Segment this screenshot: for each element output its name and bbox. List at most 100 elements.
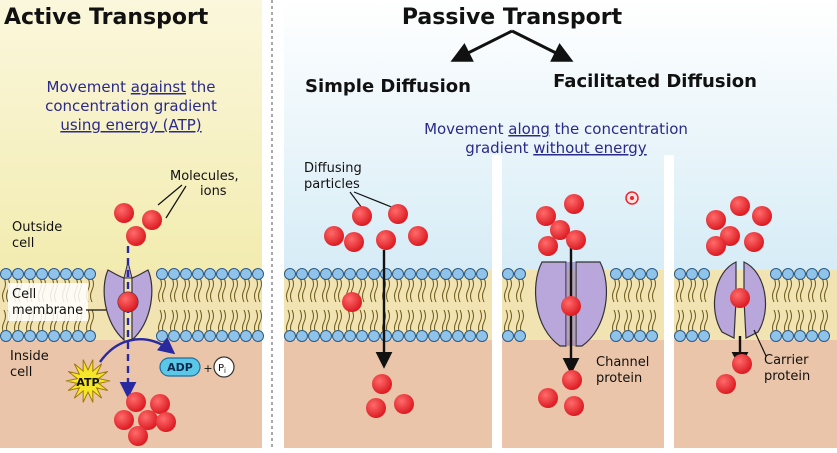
carrier-pointer xyxy=(753,329,767,357)
particle-6 xyxy=(114,410,134,430)
phospholipid-head-62 xyxy=(452,268,464,280)
diffusing-pointer-1 xyxy=(349,191,363,209)
phospholipid-head-3 xyxy=(12,330,24,342)
diffusing-pointer-2 xyxy=(353,191,395,209)
phospholipid-head-72 xyxy=(610,268,622,280)
phospholipid-head-54 xyxy=(404,268,416,280)
particle-19 xyxy=(394,394,414,414)
particle-23 xyxy=(538,236,558,256)
phospholipid-head-16 xyxy=(156,268,168,280)
phospholipid-head-7 xyxy=(36,330,48,342)
facilitated-diffusion-title: Facilitated Diffusion xyxy=(553,71,757,92)
phospholipid-head-36 xyxy=(296,268,308,280)
phospholipid-head-84 xyxy=(698,268,710,280)
molecules-pointer-1 xyxy=(157,184,183,206)
phospholipid-head-69 xyxy=(502,330,514,342)
particle-36 xyxy=(732,354,752,374)
particle-15 xyxy=(408,226,428,246)
carrier-protein xyxy=(713,261,767,339)
phospholipid-head-48 xyxy=(368,268,380,280)
particle-11 xyxy=(352,206,372,226)
phospholipid-head-42 xyxy=(332,268,344,280)
phospholipid-head-86 xyxy=(770,268,782,280)
phospholipid-head-92 xyxy=(806,268,818,280)
passive-description-line-2: gradient without energy xyxy=(465,139,647,157)
passive-title: Passive Transport xyxy=(402,5,623,30)
molecules-label-line-1: Molecules, xyxy=(170,169,239,184)
phospholipid-head-23 xyxy=(192,330,204,342)
phospholipid-head-27 xyxy=(216,330,228,342)
phospholipid-head-87 xyxy=(770,330,782,342)
particle-26 xyxy=(562,370,582,390)
phospholipid-head-25 xyxy=(204,330,216,342)
phosphate-circle xyxy=(213,356,235,378)
particle-5 xyxy=(150,394,170,414)
phospholipid-head-49 xyxy=(368,330,380,342)
particle-10 xyxy=(324,226,344,246)
particle-1 xyxy=(142,210,162,230)
particle-31 xyxy=(752,206,772,226)
particle-9 xyxy=(128,426,148,446)
active-title: Active Transport xyxy=(4,5,209,30)
adp-label: ADP xyxy=(167,361,193,374)
membrane-label-backdrop xyxy=(8,283,88,321)
phospholipid-head-80 xyxy=(674,268,686,280)
particle-12 xyxy=(388,204,408,224)
phospholipid-head-30 xyxy=(240,268,252,280)
phospholipid-head-83 xyxy=(686,330,698,342)
phospholipid-head-56 xyxy=(416,268,428,280)
particle-2 xyxy=(126,226,146,246)
phospholipid-head-21 xyxy=(180,330,192,342)
phospholipid-head-70 xyxy=(514,268,526,280)
particle-28 xyxy=(564,396,584,416)
particle-14 xyxy=(376,230,396,250)
phospholipid-head-29 xyxy=(228,330,240,342)
particle-13 xyxy=(344,232,364,252)
phospholipid-head-78 xyxy=(646,268,658,280)
phospholipid-head-52 xyxy=(392,268,404,280)
phospholipid-head-28 xyxy=(228,268,240,280)
phospholipid-head-26 xyxy=(216,268,228,280)
diffusing-label-line-1: Diffusing xyxy=(304,161,362,176)
phospholipid-head-67 xyxy=(476,330,488,342)
phospholipid-head-58 xyxy=(428,268,440,280)
phospholipid-head-64 xyxy=(464,268,476,280)
particle-7 xyxy=(138,410,158,430)
phospholipid-head-43 xyxy=(332,330,344,342)
particle-16 xyxy=(342,292,362,312)
particle-29 xyxy=(706,210,726,230)
active-description-line-1: Movement against the xyxy=(47,78,216,96)
phospholipid-head-20 xyxy=(180,268,192,280)
passive-description-line-1: Movement along the concentration xyxy=(424,120,688,138)
phospholipid-head-55 xyxy=(404,330,416,342)
particle-24 xyxy=(566,230,586,250)
phospholipid-head-6 xyxy=(36,268,48,280)
particle-18 xyxy=(366,398,386,418)
particle-32 xyxy=(720,226,740,246)
particle-33 xyxy=(744,232,764,252)
branch-arrow-right xyxy=(511,29,574,62)
phospholipid-head-31 xyxy=(240,330,252,342)
phospholipid-head-47 xyxy=(356,330,368,342)
channel-label-line-1: Channel xyxy=(596,355,649,370)
particle-17 xyxy=(372,374,392,394)
active-description-line-2: concentration gradient xyxy=(45,97,217,115)
phospholipid-head-34 xyxy=(284,268,296,280)
inside-label-line-1: Inside xyxy=(10,349,49,364)
phospholipid-head-44 xyxy=(344,268,356,280)
phospholipid-head-37 xyxy=(296,330,308,342)
phospholipid-head-66 xyxy=(476,268,488,280)
phospholipid-head-1 xyxy=(0,330,12,342)
phospholipid-head-32 xyxy=(252,268,264,280)
diffusing-label-line-2: particles xyxy=(304,177,360,192)
phospholipid-head-13 xyxy=(72,330,84,342)
subpanel-gap-1 xyxy=(492,155,502,448)
particle-22 xyxy=(550,220,570,240)
phospholipid-head-46 xyxy=(356,268,368,280)
particle-0 xyxy=(114,203,134,223)
phospholipid-head-9 xyxy=(48,330,60,342)
particle-21 xyxy=(564,194,584,214)
phospholipid-head-82 xyxy=(686,268,698,280)
phospholipid-head-11 xyxy=(60,330,72,342)
